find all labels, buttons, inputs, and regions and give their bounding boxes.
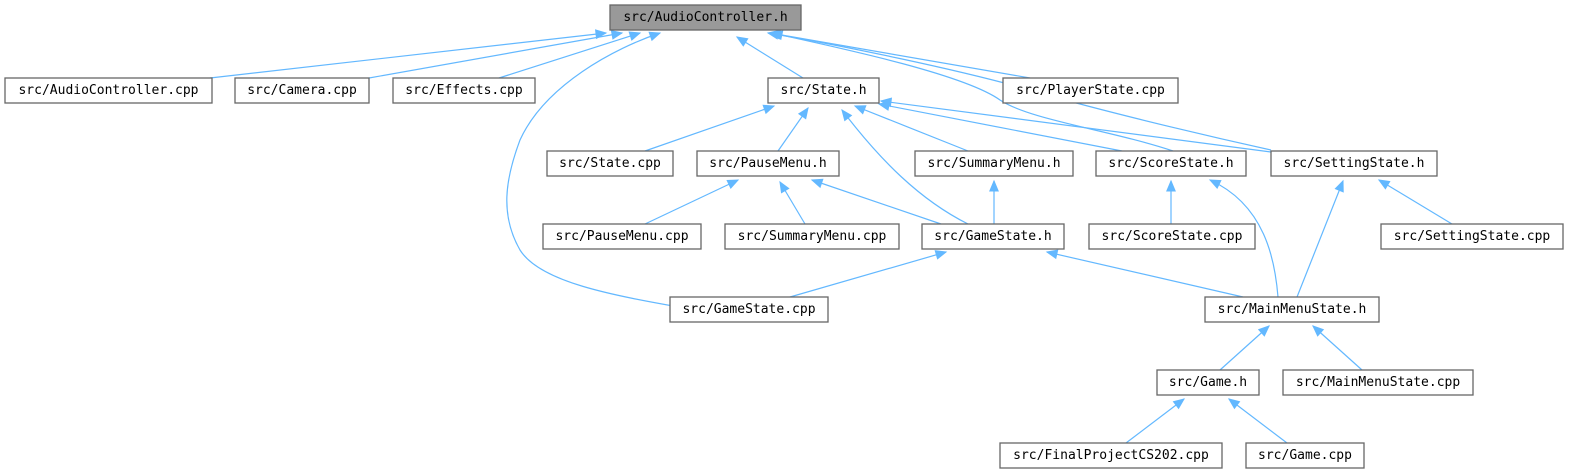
node-audiocontroller-cpp[interactable]: src/AudioController.cpp xyxy=(4,77,213,104)
node-label: src/Effects.cpp xyxy=(405,83,523,98)
node-label: src/PauseMenu.cpp xyxy=(555,229,688,244)
edge-gamestate-h-to-state-h xyxy=(841,109,969,225)
node-scorestate-cpp[interactable]: src/ScoreState.cpp xyxy=(1088,223,1256,250)
edge-mainmenustate-h-to-scorestate-h xyxy=(1209,179,1279,298)
node-label: src/GameState.h xyxy=(934,229,1051,244)
node-gamestate-h[interactable]: src/GameState.h xyxy=(921,223,1065,250)
node-pausemenu-h[interactable]: src/PauseMenu.h xyxy=(696,150,840,177)
arrowhead-game-cpp-to-game-h xyxy=(1227,398,1241,410)
node-label: src/State.cpp xyxy=(559,156,661,171)
edge-mainmenustate-h-to-gamestate-h xyxy=(1046,251,1244,298)
node-audiocontroller-h[interactable]: src/AudioController.h xyxy=(609,4,802,31)
arrowhead-camera-cpp-to-audiocontroller-h xyxy=(610,29,624,40)
arrowhead-summarymenu-cpp-to-pausemenu-h xyxy=(779,180,790,194)
edge-audiocontroller-cpp-to-audiocontroller-h xyxy=(209,32,607,79)
edge-playerstate-cpp-to-audiocontroller-h xyxy=(769,32,1031,79)
edge-finalproject-cpp-to-game-h xyxy=(1125,398,1185,444)
edge-effects-cpp-to-audiocontroller-h xyxy=(498,32,641,79)
node-label: src/FinalProjectCS202.cpp xyxy=(1013,448,1209,463)
graph-nodes: src/AudioController.h src/AudioControlle… xyxy=(4,4,1564,469)
arrowhead-audiocontroller-cpp-to-audiocontroller-h xyxy=(595,29,608,40)
arrowhead-game-h-to-mainmenustate-h xyxy=(1257,325,1270,337)
arrowhead-playerstate-cpp-to-audiocontroller-h xyxy=(768,29,782,40)
edge-settingstate-h-to-state-h xyxy=(880,100,1272,153)
edge-mainmenustate-cpp-to-mainmenustate-h xyxy=(1312,325,1363,371)
edge-gamestate-cpp-to-gamestate-h xyxy=(789,251,947,298)
node-label: src/State.h xyxy=(780,83,866,98)
arrowhead-gamestate-cpp-to-audiocontroller-h xyxy=(648,31,662,42)
arrowhead-finalproject-cpp-to-game-h xyxy=(1172,398,1186,410)
node-settingstate-h[interactable]: src/SettingState.h xyxy=(1270,150,1438,177)
node-camera-cpp[interactable]: src/Camera.cpp xyxy=(234,77,370,104)
node-finalprojectcs202-cpp[interactable]: src/FinalProjectCS202.cpp xyxy=(999,442,1223,469)
node-label: src/Game.h xyxy=(1169,375,1247,390)
edge-summarymenu-h-to-state-h xyxy=(854,105,969,152)
node-label: src/AudioController.cpp xyxy=(18,83,198,98)
node-scorestate-h[interactable]: src/ScoreState.h xyxy=(1095,150,1247,177)
node-summarymenu-cpp[interactable]: src/SummaryMenu.cpp xyxy=(724,223,900,250)
node-label: src/SummaryMenu.h xyxy=(927,156,1060,171)
node-label: src/SettingState.h xyxy=(1284,156,1425,171)
arrowhead-settingstate-cpp-to-settingstate-h xyxy=(1377,179,1391,190)
edge-game-cpp-to-game-h xyxy=(1228,398,1288,444)
edge-scorestate-h-to-state-h xyxy=(878,103,1123,152)
edge-state-cpp-to-state-h xyxy=(644,105,775,152)
node-label: src/Game.cpp xyxy=(1258,448,1352,463)
arrowhead-gamestate-h-to-state-h xyxy=(841,108,853,122)
arrowhead-summarymenu-h-to-state-h xyxy=(853,105,867,115)
node-label: src/ScoreState.h xyxy=(1108,156,1233,171)
edge-settingstate-cpp-to-settingstate-h xyxy=(1378,179,1453,225)
node-state-cpp[interactable]: src/State.cpp xyxy=(546,150,674,177)
edge-gamestate-h-to-pausemenu-h xyxy=(811,179,942,225)
arrowhead-gamestate-cpp-to-gamestate-h xyxy=(934,250,948,260)
arrowhead-mainmenustate-cpp-to-mainmenustate-h xyxy=(1312,325,1325,337)
arrowhead-scorestate-cpp-to-scorestate-h xyxy=(1166,179,1176,192)
node-label: src/PauseMenu.h xyxy=(709,156,826,171)
edge-state-h-to-audiocontroller-h xyxy=(736,36,804,79)
node-label: src/MainMenuState.h xyxy=(1218,302,1367,317)
edge-mainmenustate-h-to-settingstate-h xyxy=(1296,180,1344,298)
node-label: src/GameState.cpp xyxy=(682,302,815,317)
node-label: src/Camera.cpp xyxy=(247,83,357,98)
edge-game-h-to-mainmenustate-h xyxy=(1219,325,1270,371)
node-mainmenustate-cpp[interactable]: src/MainMenuState.cpp xyxy=(1282,369,1474,396)
arrowhead-pausemenu-cpp-to-pausemenu-h xyxy=(726,179,740,189)
node-state-h[interactable]: src/State.h xyxy=(767,77,880,104)
node-settingstate-cpp[interactable]: src/SettingState.cpp xyxy=(1380,223,1564,250)
edge-pausemenu-cpp-to-pausemenu-h xyxy=(644,179,739,225)
node-mainmenustate-h[interactable]: src/MainMenuState.h xyxy=(1204,296,1380,323)
node-label: src/AudioController.h xyxy=(623,10,787,25)
node-label: src/SettingState.cpp xyxy=(1394,229,1551,244)
edge-camera-cpp-to-audiocontroller-h xyxy=(368,32,623,79)
arrowhead-mainmenustate-h-to-scorestate-h xyxy=(1208,179,1222,190)
node-gamestate-cpp[interactable]: src/GameState.cpp xyxy=(669,296,829,323)
arrowhead-gamestate-h-to-pausemenu-h xyxy=(810,178,824,189)
arrowhead-effects-cpp-to-audiocontroller-h xyxy=(628,31,642,41)
node-label: src/SummaryMenu.cpp xyxy=(738,229,887,244)
node-label: src/PlayerState.cpp xyxy=(1016,83,1165,98)
node-summarymenu-h[interactable]: src/SummaryMenu.h xyxy=(914,150,1074,177)
arrowhead-settingstate-h-to-state-h xyxy=(879,97,893,108)
arrowhead-state-cpp-to-state-h xyxy=(762,104,776,115)
node-label: src/ScoreState.cpp xyxy=(1102,229,1243,244)
arrowhead-gamestate-h-to-summarymenu-h xyxy=(989,179,999,192)
node-game-h[interactable]: src/Game.h xyxy=(1156,369,1260,396)
arrowhead-mainmenustate-h-to-gamestate-h xyxy=(1045,249,1059,260)
node-label: src/MainMenuState.cpp xyxy=(1296,375,1461,390)
arrowhead-state-h-to-audiocontroller-h xyxy=(735,36,749,47)
node-playerstate-cpp[interactable]: src/PlayerState.cpp xyxy=(1002,77,1179,104)
edge-scorestate-h-to-audiocontroller-h xyxy=(771,32,1174,152)
arrowhead-mainmenustate-h-to-settingstate-h xyxy=(1334,179,1344,193)
node-effects-cpp[interactable]: src/Effects.cpp xyxy=(392,77,536,104)
graph-edges xyxy=(209,29,1453,444)
edge-gamestate-cpp-to-audiocontroller-h xyxy=(506,32,691,310)
node-pausemenu-cpp[interactable]: src/PauseMenu.cpp xyxy=(542,223,702,250)
node-game-cpp[interactable]: src/Game.cpp xyxy=(1245,442,1365,469)
arrowhead-pausemenu-h-to-state-h xyxy=(797,106,809,120)
